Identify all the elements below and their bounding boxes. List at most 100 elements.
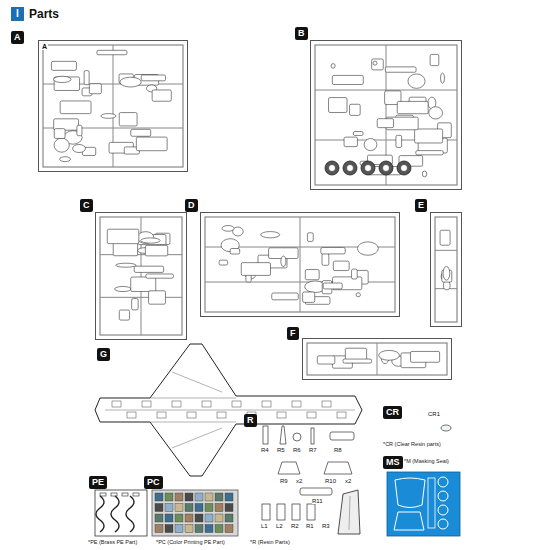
note-text: *CR (Clear Resin parts) (383, 442, 441, 448)
wheel (397, 161, 411, 175)
sprue-frame: F (302, 338, 452, 380)
sprue-frame: B (310, 40, 462, 190)
part-outline (357, 242, 378, 255)
part-outline (119, 310, 129, 320)
note-text: *PC (Color Printing PE Part) (156, 540, 225, 546)
panel-detail (277, 412, 286, 418)
part-outline (131, 129, 151, 136)
pc-part (165, 493, 173, 501)
panel-detail (142, 401, 151, 407)
part-outline (350, 104, 361, 115)
panel-detail (337, 412, 346, 418)
pe-fret (95, 490, 147, 536)
part-number: R11 (312, 498, 323, 504)
part-number: R5 (277, 447, 285, 453)
part-outline (422, 171, 426, 177)
pc-part (225, 525, 233, 533)
panel-detail (307, 412, 316, 418)
note-text: *M (Masking Seal) (404, 459, 449, 465)
part-number: x2 (345, 478, 351, 484)
pc-part (205, 514, 213, 522)
part-outline (440, 73, 444, 83)
sprue-letter: PE (89, 476, 107, 489)
sprue-letter: A (41, 43, 48, 50)
pc-part (155, 504, 163, 512)
sprue-letter: CR (383, 406, 402, 419)
panel-detail (202, 401, 211, 407)
part-outline (272, 293, 299, 300)
mask-outline (438, 519, 448, 529)
runner (205, 217, 395, 312)
sprue-letter: G (97, 348, 110, 361)
pc-part (155, 514, 163, 522)
part-outline (397, 101, 428, 113)
part-outline (97, 50, 127, 54)
pc-part (195, 493, 203, 501)
part-outline (141, 238, 160, 243)
pc-part (215, 514, 223, 522)
part-outline (277, 504, 285, 520)
part-outline (116, 263, 137, 267)
sprue-letter: B (295, 27, 308, 40)
part-outline (73, 144, 86, 152)
mask-outline (438, 477, 448, 487)
part-number: R1 (306, 523, 314, 529)
runner (300, 217, 301, 312)
note-text: *R (Resin Parts) (250, 540, 290, 546)
panel-detail (112, 401, 121, 407)
part-outline (115, 286, 131, 291)
part-outline (149, 291, 166, 304)
part-outline (219, 260, 228, 265)
part-outline (53, 76, 71, 82)
wheel (325, 161, 339, 175)
part-outline (352, 269, 358, 279)
sprue-letter: MS (383, 456, 403, 469)
part-outline (305, 270, 319, 280)
pc-part (165, 514, 173, 522)
part-outline (373, 61, 377, 65)
part-group: MS (387, 472, 460, 536)
pc-part (225, 504, 233, 512)
part-outline (332, 75, 363, 84)
sprue-letter: F (287, 327, 299, 340)
part-outline (440, 230, 450, 245)
runner (435, 250, 457, 251)
part-group: G (95, 342, 363, 479)
mask-outline (438, 491, 448, 501)
part-outline (396, 135, 402, 147)
part-outline (101, 114, 116, 119)
part-outline (321, 247, 345, 253)
runner (43, 45, 183, 167)
part-outline (131, 277, 156, 291)
pc-part (155, 493, 163, 501)
pc-part (195, 525, 203, 533)
part-outline (54, 138, 69, 152)
pc-part (155, 525, 163, 533)
pc-part (175, 504, 183, 512)
part-outline (222, 226, 234, 232)
part-outline (230, 249, 240, 255)
part-outline (317, 356, 335, 364)
runner (377, 343, 378, 375)
part-outline (372, 59, 384, 70)
panel-detail (187, 412, 196, 418)
part-number: R9 (280, 478, 288, 484)
panel-detail (262, 401, 271, 407)
panel-detail (292, 401, 301, 407)
part-outline (353, 132, 363, 136)
pc-part (215, 504, 223, 512)
wheel-hub (383, 165, 390, 172)
part-number: x2 (296, 478, 302, 484)
pe-part (133, 493, 139, 496)
note-text: *PE (Brass PE Part) (88, 540, 137, 546)
part-outline (429, 107, 443, 119)
part-outline (51, 61, 76, 70)
part-group: PC (152, 490, 238, 536)
part-outline (430, 54, 439, 65)
part-group: CR (387, 408, 457, 438)
tail-part (338, 490, 360, 534)
pc-part (225, 514, 233, 522)
pc-part (195, 514, 203, 522)
